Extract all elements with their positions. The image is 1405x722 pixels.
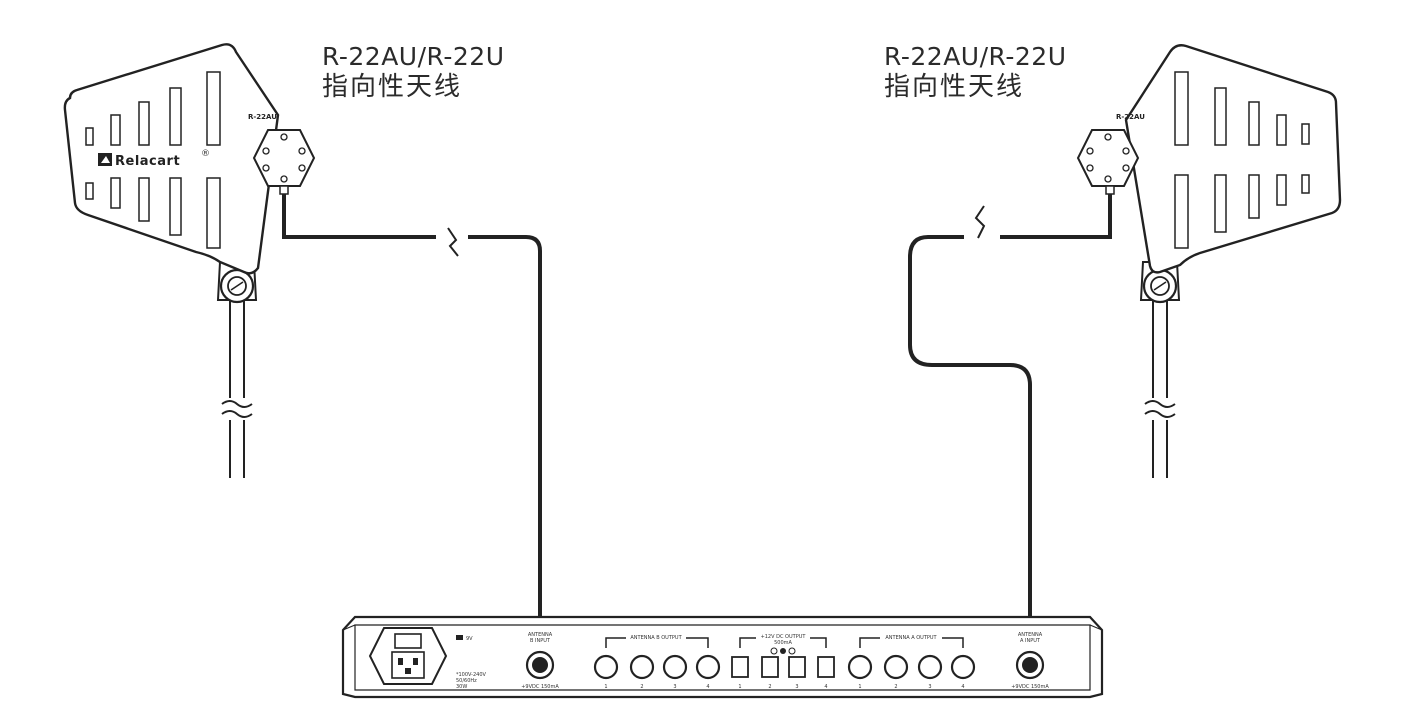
svg-text:2: 2 — [894, 684, 897, 690]
svg-text:+12V DC OUTPUT: +12V DC OUTPUT — [761, 634, 807, 640]
power-spec-label: *100V-240V 50/60Hz 30W — [456, 672, 487, 690]
svg-text:4: 4 — [824, 684, 827, 690]
svg-text:3: 3 — [673, 684, 676, 690]
svg-text:ANTENNA: ANTENNA — [1018, 632, 1043, 638]
svg-text:9V: 9V — [466, 636, 473, 642]
left-antenna-hex-connector — [252, 129, 316, 206]
left-antenna-mast — [221, 300, 253, 478]
right-antenna-hex-connector — [1076, 129, 1140, 206]
relacart-logo-icon — [98, 153, 112, 166]
right-panel-model-label: R-22AU — [1116, 113, 1145, 121]
registered-mark: ® — [201, 149, 210, 159]
svg-text:ANTENNA A OUTPUT: ANTENNA A OUTPUT — [885, 635, 937, 641]
power-mark: 9V — [456, 635, 473, 642]
left-antenna-type: 指向性天线 — [322, 72, 463, 102]
antenna-b-output-group: ANTENNA B OUTPUT 1 2 3 4 — [593, 632, 721, 690]
dc-output-group: +12V DC OUTPUT 500mA 1 2 3 4 — [731, 630, 835, 690]
svg-text:4: 4 — [961, 684, 964, 690]
svg-text:500mA: 500mA — [774, 640, 792, 646]
antenna-a-output-group: ANTENNA A OUTPUT 1 2 3 4 — [847, 632, 976, 690]
svg-text:ANTENNA B OUTPUT: ANTENNA B OUTPUT — [630, 635, 682, 641]
left-antenna: Relacart ® R-22AU — [63, 43, 316, 478]
antenna-distribution-unit: 9V *100V-240V 50/60Hz 30W ANTENNA B INPU… — [341, 615, 1104, 699]
svg-text:2: 2 — [640, 684, 643, 690]
svg-text:1: 1 — [858, 684, 861, 690]
left-coax-cable — [282, 206, 542, 672]
svg-text:3: 3 — [795, 684, 798, 690]
power-inlet — [368, 627, 448, 685]
svg-text:30W: 30W — [456, 684, 467, 690]
right-antenna-caption: R-22AU/R-22U 指向性天线 — [884, 42, 1067, 102]
antenna-a-input: ANTENNA A INPUT +9VDC 150mA — [1011, 632, 1049, 690]
antenna-b-input: ANTENNA B INPUT +9VDC 150mA — [521, 632, 559, 690]
svg-text:+9VDC 150mA: +9VDC 150mA — [1011, 684, 1049, 690]
right-antenna-mast — [1144, 300, 1176, 478]
svg-text:ANTENNA: ANTENNA — [528, 632, 553, 638]
right-antenna-type: 指向性天线 — [884, 72, 1025, 102]
right-coax-cable — [908, 205, 1112, 672]
svg-text:4: 4 — [706, 684, 709, 690]
right-antenna-mount — [1139, 261, 1181, 304]
left-panel-model-label: R-22AU — [248, 113, 277, 121]
svg-text:B INPUT: B INPUT — [530, 638, 551, 644]
svg-text:1: 1 — [738, 684, 741, 690]
left-antenna-model: R-22AU/R-22U — [322, 42, 505, 71]
brand-label: Relacart — [115, 154, 180, 169]
svg-text:50/60Hz: 50/60Hz — [456, 678, 477, 684]
right-antenna-model: R-22AU/R-22U — [884, 42, 1067, 71]
left-antenna-panel: Relacart ® R-22AU — [63, 43, 316, 275]
svg-text:2: 2 — [768, 684, 771, 690]
right-antenna: R-22AU — [1076, 44, 1342, 478]
svg-text:3: 3 — [928, 684, 931, 690]
svg-text:+9VDC 150mA: +9VDC 150mA — [521, 684, 559, 690]
svg-text:*100V-240V: *100V-240V — [456, 672, 487, 678]
polarity-icon — [770, 647, 796, 655]
left-antenna-caption: R-22AU/R-22U 指向性天线 — [322, 42, 505, 102]
right-antenna-panel: R-22AU — [1076, 44, 1342, 274]
svg-text:1: 1 — [604, 684, 607, 690]
svg-text:A INPUT: A INPUT — [1020, 638, 1041, 644]
